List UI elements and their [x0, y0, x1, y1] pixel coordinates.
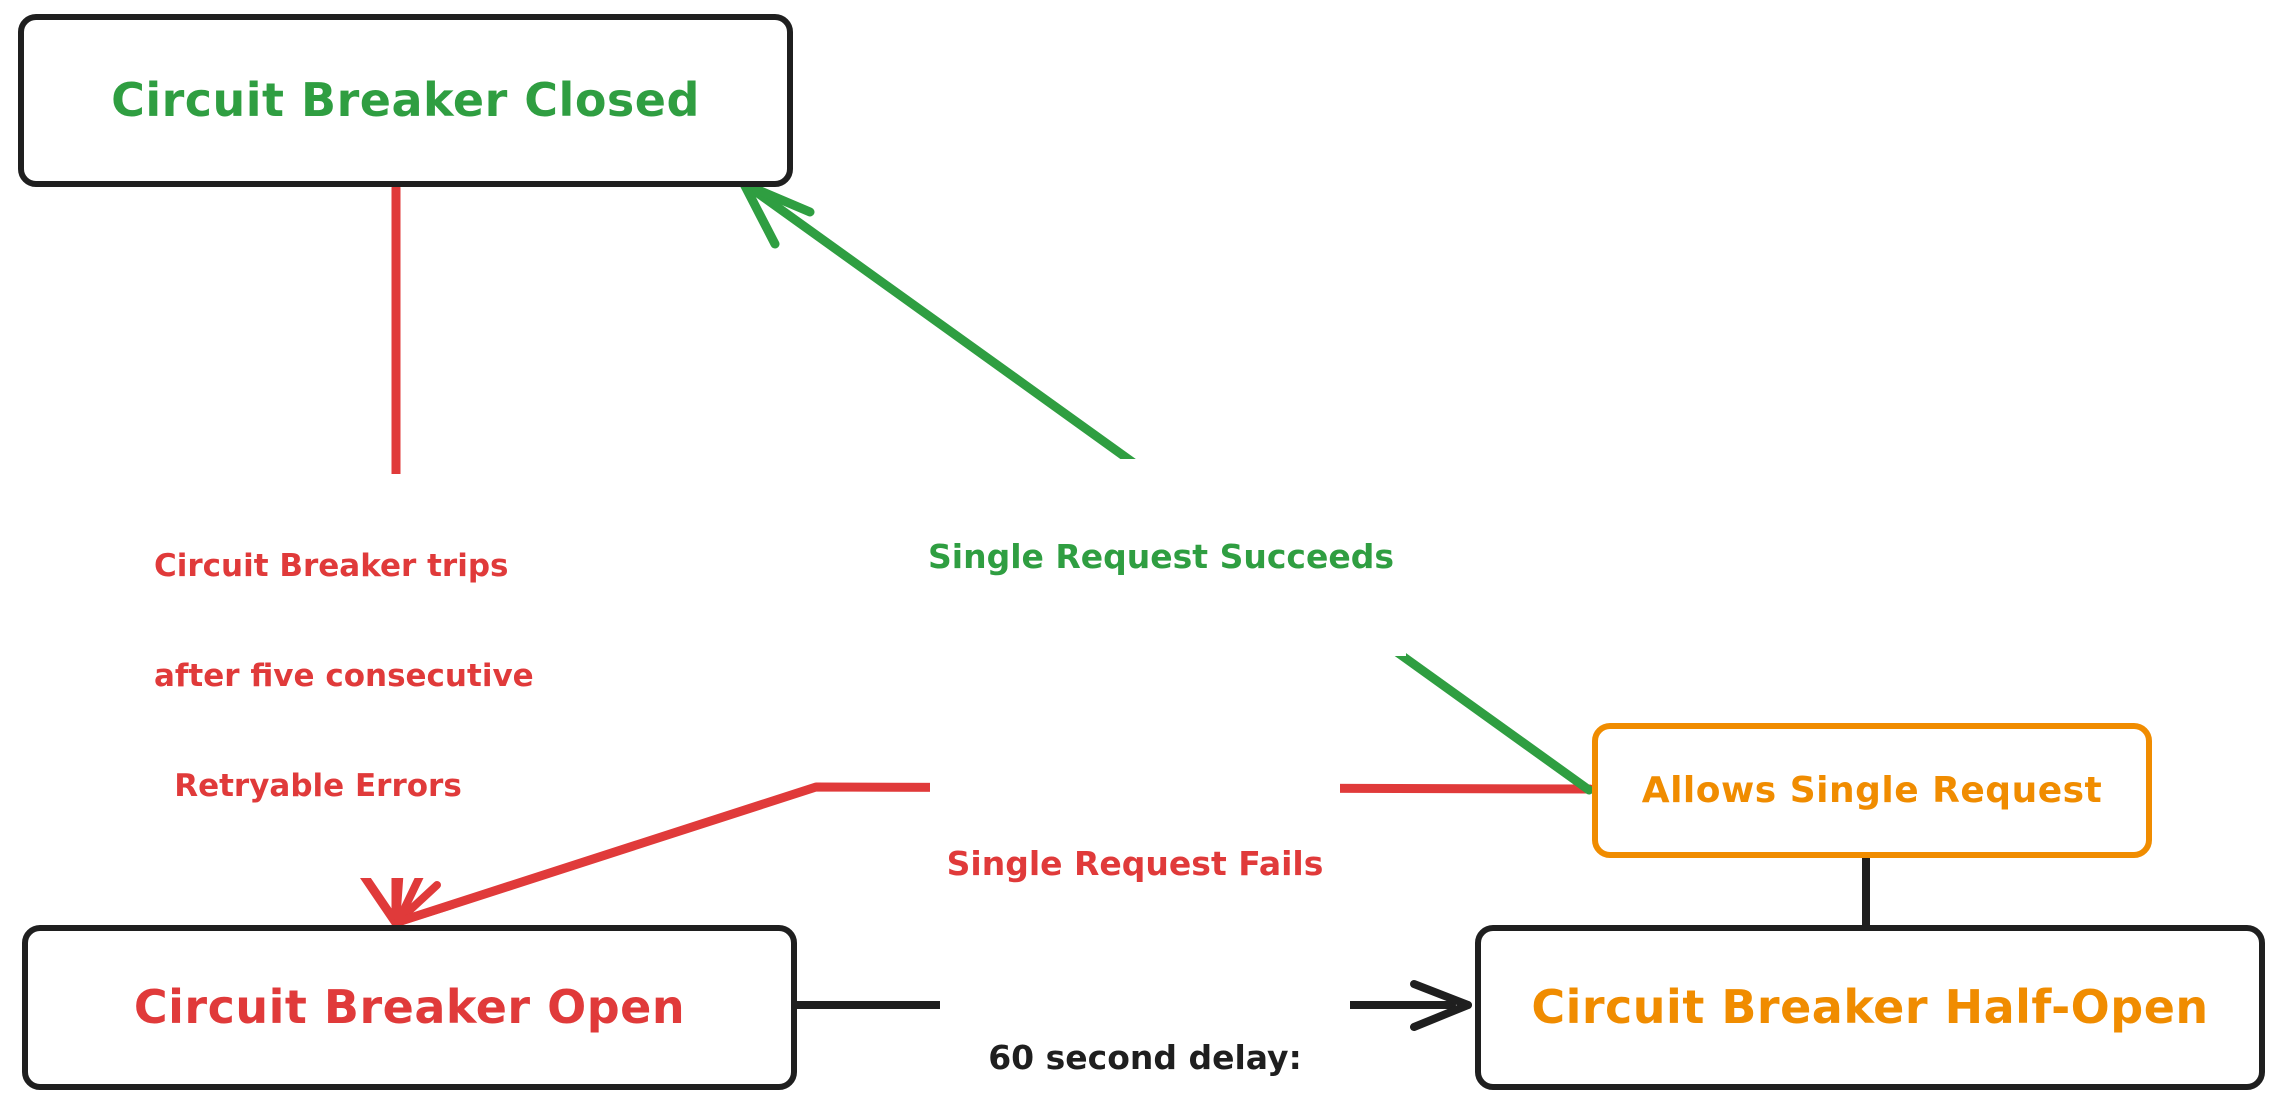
node-label-half-open: Circuit Breaker Half-Open	[1531, 980, 2209, 1035]
node-label-allows-single-request: Allows Single Request	[1641, 769, 2103, 811]
node-label-open: Circuit Breaker Open	[133, 980, 686, 1035]
edge-label-text: Single Request Fails	[946, 843, 1324, 883]
node-circuit-breaker-closed[interactable]: Circuit Breaker Closed	[18, 14, 793, 187]
node-circuit-breaker-open[interactable]: Circuit Breaker Open	[22, 925, 797, 1090]
edge-label-single-request-succeeds: Single Request Succeeds	[916, 459, 1406, 656]
edge-label-line-3: Retryable Errors	[174, 767, 462, 804]
edge-label-line-1: Circuit Breaker trips	[154, 548, 509, 585]
edge-label-line-1: 60 second delay:	[988, 1037, 1302, 1077]
edge-label-60-second-delay: 60 second delay: No requests allowed	[940, 960, 1350, 1107]
node-allows-single-request[interactable]: Allows Single Request	[1592, 723, 2152, 858]
node-circuit-breaker-half-open[interactable]: Circuit Breaker Half-Open	[1475, 925, 2265, 1090]
edge-label-line-2: after five consecutive	[154, 657, 534, 694]
node-label-closed: Circuit Breaker Closed	[111, 73, 700, 128]
edge-label-text: Single Request Succeeds	[928, 536, 1394, 576]
edge-label-circuit-breaker-trips: Circuit Breaker trips after five consecu…	[148, 474, 534, 879]
edge-label-single-request-fails: Single Request Fails	[930, 766, 1340, 963]
